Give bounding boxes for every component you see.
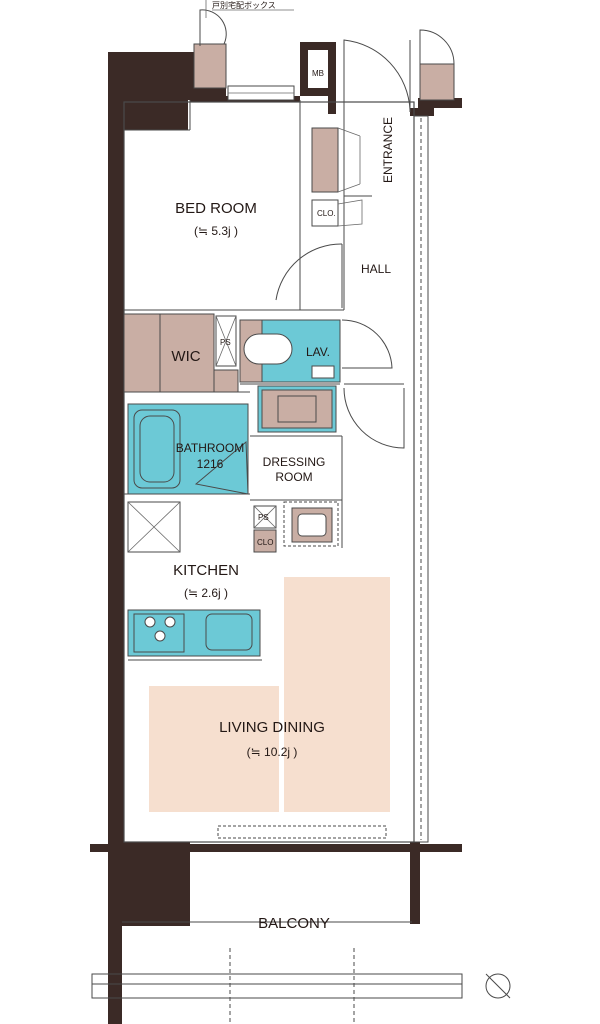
- dressing-room-label: DRESSING: [263, 455, 326, 469]
- east-window-wall: [413, 115, 429, 843]
- bathtub-inner: [139, 415, 175, 483]
- living-dining-size: (≒ 10.2j ): [247, 745, 298, 759]
- entrance-shoe-cabinet: [419, 63, 455, 101]
- compass-icon: [485, 973, 511, 999]
- kitchen-sink: [205, 613, 253, 651]
- wic-shelf-top: [159, 313, 215, 393]
- dressing-room-label-2: ROOM: [275, 470, 312, 484]
- living-dining-label: LIVING DINING: [219, 719, 325, 736]
- wall-nw-corner: [108, 52, 188, 130]
- burner-left-icon: [144, 616, 156, 628]
- mb-label: MB: [312, 69, 324, 78]
- wic-label: WIC: [171, 348, 200, 365]
- wall-sw-pillar: [108, 842, 190, 926]
- bathroom-label: BATHROOM: [176, 441, 244, 455]
- wall-mb-left: [300, 42, 308, 92]
- balcony-label: BALCONY: [258, 915, 330, 932]
- south-window: [217, 825, 387, 839]
- bed-room-label: BED ROOM: [175, 200, 257, 217]
- wall-east-pillar: [410, 842, 420, 924]
- dressing-sink-inner: [297, 513, 327, 537]
- lav-toilet: [243, 333, 293, 365]
- living-floor-tint-left: [149, 686, 279, 812]
- entrance-label: ENTRANCE: [381, 117, 395, 183]
- wall-mb-right: [328, 42, 336, 114]
- kitchen-label: KITCHEN: [173, 562, 239, 579]
- bathroom-size: 1216: [197, 457, 224, 471]
- wall-entrance-door: [418, 98, 462, 108]
- lav-tap: [311, 365, 335, 379]
- bed-room-size: (≒ 5.3j ): [194, 224, 238, 238]
- delivery-box-label: 戸別宅配ボックス: [212, 0, 276, 10]
- wall-south-strip: [90, 844, 462, 852]
- wall-entrance-east: [410, 108, 434, 116]
- wic-shelf-right: [213, 369, 239, 393]
- wic-shelf-left: [123, 313, 161, 393]
- wall-mb-top: [300, 42, 336, 50]
- wall-balcony-left: [108, 926, 122, 1024]
- kitchen-closet: [253, 529, 277, 553]
- wall-west-upper: [108, 52, 124, 842]
- clo-label-1: CLO.: [317, 209, 336, 218]
- washer-inner: [277, 395, 317, 423]
- balcony-edge: [91, 973, 463, 999]
- living-floor-tint-right: [284, 577, 390, 812]
- kitchen-size: (≒ 2.6j ): [184, 586, 228, 600]
- lav-label: LAV.: [306, 345, 330, 359]
- bed-closet: [311, 199, 339, 227]
- ps-label-1: PS: [220, 338, 231, 347]
- burner-back-icon: [154, 630, 166, 642]
- clo-label-2: CLO: [257, 538, 273, 547]
- burner-right-icon: [164, 616, 176, 628]
- delivery-box: [193, 43, 227, 89]
- wall-mb-bottom: [300, 88, 328, 96]
- hall-label: HALL: [361, 262, 391, 276]
- entrance-closet: [311, 127, 339, 193]
- ps-label-2: PS: [258, 513, 269, 522]
